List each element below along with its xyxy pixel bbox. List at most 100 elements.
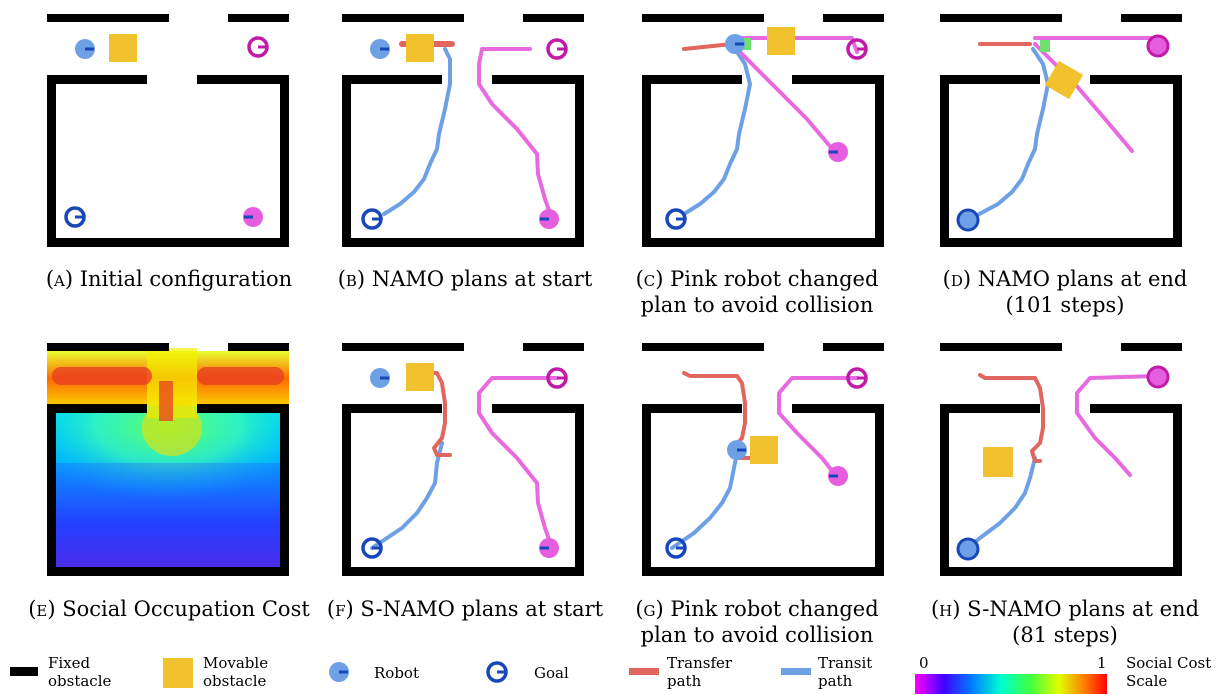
caption-e-label: (e) <box>28 597 56 621</box>
wall-top-right <box>228 14 289 22</box>
wall-room-left <box>342 75 351 247</box>
caption-c-label: (c) <box>635 267 664 291</box>
movable-obstacle <box>767 27 795 55</box>
wall-room-bottom <box>642 238 884 247</box>
fixed-obstacle-swatch <box>10 667 38 676</box>
caption-b-label: (b) <box>337 267 366 291</box>
goal-pink-reached <box>1146 365 1170 389</box>
green-marker <box>742 38 751 50</box>
wall-room-bottom <box>342 567 584 576</box>
wall-room-top-left <box>47 404 147 413</box>
wall-room-top-right <box>197 404 289 413</box>
panel-h <box>940 343 1182 576</box>
scale-max-label: 1 <box>1097 654 1107 672</box>
transit-path <box>682 47 752 216</box>
caption-d: (d) NAMO plans at end (101 steps) <box>925 266 1205 318</box>
goal-blue-reached <box>956 537 980 561</box>
caption-d-label: (d) <box>942 267 972 291</box>
wall-room-bottom <box>47 567 289 576</box>
wall-room-right <box>1173 404 1182 576</box>
wall-room-top-left <box>47 75 147 84</box>
wall-room-top-right <box>792 404 884 413</box>
wall-room-bottom <box>47 238 289 247</box>
caption-g: (g) Pink robot changed plan to avoid col… <box>617 596 897 648</box>
panel-g <box>642 343 884 576</box>
wall-room-top-left <box>342 75 442 84</box>
wall-room-top-left <box>642 75 742 84</box>
panel-c <box>642 14 884 247</box>
transfer-path <box>415 371 452 457</box>
transit-path-swatch <box>781 668 811 675</box>
goal-blue-reached <box>956 208 980 232</box>
legend-transit-path: Transit path <box>818 654 873 690</box>
panel-b <box>342 14 584 247</box>
transit-path <box>968 47 1050 221</box>
movable-obstacle <box>406 363 434 391</box>
heatmap-band-right <box>197 367 284 385</box>
pink-path <box>477 47 554 221</box>
caption-e-text: Social Occupation Cost <box>62 597 310 621</box>
caption-c-text: Pink robot changed plan to avoid collisi… <box>640 267 879 317</box>
wall-room-left <box>642 404 651 576</box>
green-marker <box>1040 40 1050 52</box>
pink-path-alt <box>730 42 836 153</box>
wall-top-right <box>523 343 584 351</box>
pink-path <box>477 376 559 550</box>
transit-path <box>670 451 739 550</box>
wall-top-left <box>342 14 464 22</box>
legend-goal: Goal <box>534 664 569 682</box>
wall-room-top-right <box>492 75 584 84</box>
legend-fixed-obstacle: Fixed obstacle <box>48 654 112 690</box>
caption-a-text: Initial configuration <box>79 267 293 291</box>
goal-pink-reached <box>1146 34 1170 58</box>
wall-room-right <box>575 404 584 576</box>
panel-f <box>342 343 584 576</box>
heatmap-lower-shade <box>56 463 280 567</box>
panel-e <box>47 343 289 576</box>
caption-g-label: (g) <box>635 597 664 621</box>
wall-top-right <box>523 14 584 22</box>
heatmap-band-door <box>159 381 173 421</box>
legend <box>10 658 1107 694</box>
caption-h-label: (h) <box>930 597 961 621</box>
pink-path <box>777 376 859 478</box>
pink-path-alt <box>1033 42 1134 153</box>
wall-room-top-right <box>1090 404 1182 413</box>
panel-a <box>47 14 289 247</box>
caption-h-text: S-NAMO plans at end (81 steps) <box>967 597 1200 647</box>
caption-b: (b) NAMO plans at start <box>320 266 610 292</box>
movable-obstacle <box>406 34 434 62</box>
caption-e: (e) Social Occupation Cost <box>14 596 324 622</box>
wall-room-top-right <box>1090 75 1182 84</box>
caption-f-label: (f) <box>326 597 354 621</box>
legend-robot: Robot <box>374 664 419 682</box>
legend-movable-obstacle: Movable obstacle <box>203 654 269 690</box>
wall-top-left <box>47 14 169 22</box>
caption-h: (h) S-NAMO plans at end (81 steps) <box>925 596 1205 648</box>
wall-top-left <box>642 343 764 351</box>
social-cost-scale-bar <box>915 674 1107 694</box>
wall-top-left <box>342 343 464 351</box>
wall-room-right <box>575 75 584 247</box>
wall-room-left <box>342 404 351 576</box>
wall-room-top-left <box>342 404 442 413</box>
wall-top-right <box>1121 343 1182 351</box>
wall-room-right <box>280 75 289 247</box>
panel-d <box>940 14 1182 247</box>
wall-room-left <box>940 404 949 576</box>
wall-room-bottom <box>642 567 884 576</box>
wall-room-top-left <box>940 404 1040 413</box>
wall-top-left <box>940 14 1062 22</box>
caption-c: (c) Pink robot changed plan to avoid col… <box>617 266 897 318</box>
movable-obstacle <box>983 447 1013 477</box>
heatmap-hotspot <box>142 400 202 456</box>
caption-d-text: NAMO plans at end (101 steps) <box>977 267 1188 317</box>
wall-top-right <box>1121 14 1182 22</box>
transit-path <box>966 456 1037 550</box>
wall-top-right <box>823 343 884 351</box>
movable-obstacle <box>750 436 778 464</box>
wall-room-left <box>47 75 56 247</box>
caption-b-text: NAMO plans at start <box>371 267 593 291</box>
wall-room-top-right <box>492 404 584 413</box>
